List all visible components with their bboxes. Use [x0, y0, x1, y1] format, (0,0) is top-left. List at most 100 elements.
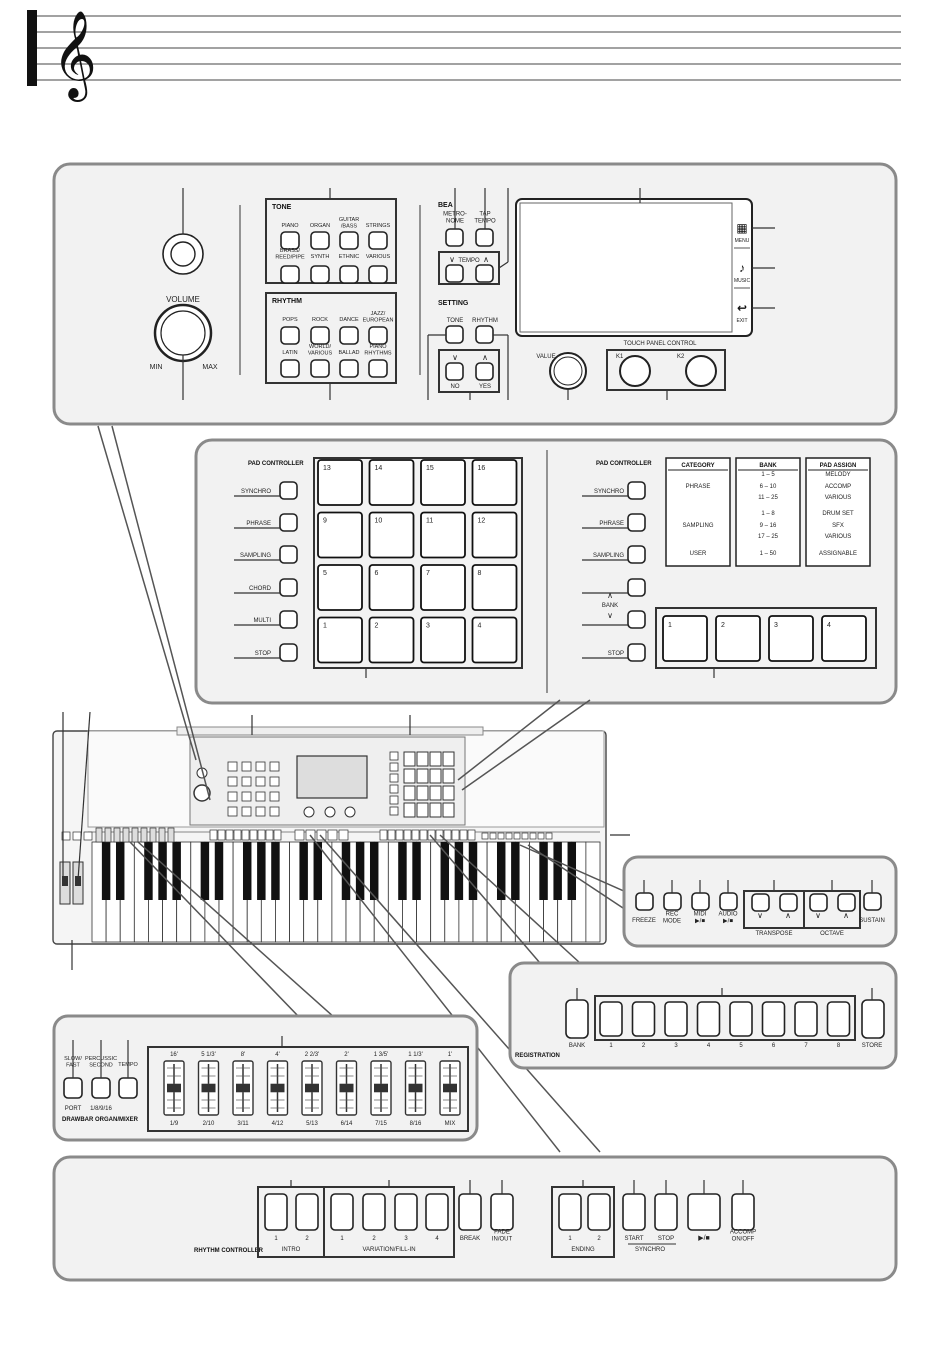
- registration-button-8[interactable]: [826, 1001, 851, 1037]
- pad-right-button-5[interactable]: [627, 643, 646, 662]
- pad-left-button-3[interactable]: [279, 578, 298, 597]
- tone-button-6[interactable]: [339, 265, 359, 284]
- registration-button-5[interactable]: [729, 1001, 753, 1037]
- intro-2-button[interactable]: [295, 1193, 319, 1231]
- accomp-on-off-button[interactable]: [731, 1193, 755, 1231]
- right-pad-2[interactable]: [715, 615, 761, 662]
- small-panel-button-2[interactable]: [691, 892, 710, 911]
- setting-rhythm-button[interactable]: [475, 325, 494, 344]
- ending-1-button[interactable]: [558, 1193, 582, 1231]
- rhythm-button-1[interactable]: [310, 326, 330, 345]
- right-pad-1[interactable]: [662, 615, 708, 662]
- right-pad-3[interactable]: [768, 615, 814, 662]
- drawbar-slider-5[interactable]: [339, 1084, 354, 1092]
- variation-4-button[interactable]: [425, 1193, 449, 1231]
- octave-up-button[interactable]: [837, 893, 856, 912]
- rhythm-button-0[interactable]: [280, 326, 300, 345]
- tone-button-0[interactable]: [280, 231, 300, 250]
- pad-10[interactable]: [368, 511, 415, 559]
- drawbar-slider-4[interactable]: [305, 1084, 319, 1092]
- drawbar-slider-3[interactable]: [270, 1084, 285, 1092]
- power-button[interactable]: [162, 233, 204, 275]
- music-icon[interactable]: ♪: [739, 261, 745, 275]
- stop-button[interactable]: [654, 1193, 678, 1231]
- drawbar-side-button-0[interactable]: [63, 1077, 83, 1099]
- drawbar-slider-8[interactable]: [443, 1084, 457, 1092]
- pad-7[interactable]: [420, 564, 466, 611]
- break-button[interactable]: [458, 1193, 482, 1231]
- start-button[interactable]: [622, 1193, 646, 1231]
- metronome-button[interactable]: [445, 228, 464, 247]
- pad-right-button-4[interactable]: [627, 610, 646, 629]
- tempo-down-button[interactable]: [445, 264, 464, 283]
- small-panel-button-1[interactable]: [663, 892, 682, 911]
- registration-button-6[interactable]: [761, 1001, 786, 1037]
- pad-3[interactable]: [420, 616, 466, 664]
- variation-3-button[interactable]: [394, 1193, 418, 1231]
- drawbar-slider-6[interactable]: [374, 1084, 388, 1092]
- intro-1-button[interactable]: [264, 1193, 288, 1231]
- start-stop-button[interactable]: [687, 1193, 721, 1231]
- small-panel-button-3[interactable]: [719, 892, 738, 911]
- tone-button-5[interactable]: [310, 265, 330, 284]
- transpose-up-button[interactable]: [779, 893, 798, 912]
- no-button[interactable]: [445, 362, 464, 381]
- pad-15[interactable]: [420, 459, 466, 506]
- drawbar-slider-7[interactable]: [408, 1084, 423, 1092]
- k2-knob[interactable]: [685, 355, 717, 387]
- exit-icon[interactable]: ↩: [737, 301, 747, 315]
- rhythm-button-4[interactable]: [280, 359, 300, 378]
- drawbar-side-button-2[interactable]: [118, 1077, 138, 1099]
- menu-icon[interactable]: ▦: [736, 221, 747, 235]
- pad-12[interactable]: [471, 511, 518, 559]
- pad-right-button-2[interactable]: [627, 545, 646, 564]
- registration-button-4[interactable]: [696, 1001, 721, 1037]
- pad-2[interactable]: [368, 616, 415, 664]
- registration-button-1[interactable]: [599, 1001, 623, 1037]
- pad-right-button-0[interactable]: [627, 481, 646, 500]
- rhythm-button-3[interactable]: [368, 326, 388, 345]
- tap-tempo-button[interactable]: [475, 228, 494, 247]
- tone-button-1[interactable]: [310, 231, 330, 250]
- pad-left-button-1[interactable]: [279, 513, 298, 532]
- k1-knob[interactable]: [619, 355, 651, 387]
- pad-left-button-0[interactable]: [279, 481, 298, 500]
- pad-left-button-5[interactable]: [279, 643, 298, 662]
- tone-button-7[interactable]: [368, 265, 388, 284]
- yes-button[interactable]: [475, 362, 494, 381]
- pad-left-button-4[interactable]: [279, 610, 298, 629]
- pad-right-button-3[interactable]: [627, 578, 646, 597]
- volume-knob[interactable]: [153, 303, 213, 363]
- fade-in-out-button[interactable]: [490, 1193, 514, 1231]
- value-dial[interactable]: [549, 352, 587, 390]
- variation-1-button[interactable]: [330, 1193, 354, 1231]
- rhythm-button-2[interactable]: [339, 326, 359, 345]
- rhythm-button-7[interactable]: [368, 359, 388, 378]
- pad-16[interactable]: [471, 459, 518, 506]
- tone-button-3[interactable]: [368, 231, 388, 250]
- tone-button-4[interactable]: [280, 265, 300, 284]
- pad-5[interactable]: [317, 564, 363, 611]
- transpose-down-button[interactable]: [751, 893, 770, 912]
- pad-left-button-2[interactable]: [279, 545, 298, 564]
- variation-2-button[interactable]: [362, 1193, 386, 1231]
- pad-8[interactable]: [471, 564, 518, 611]
- registration-button-3[interactable]: [664, 1001, 688, 1037]
- tempo-up-button[interactable]: [475, 264, 494, 283]
- pad-6[interactable]: [368, 564, 415, 611]
- right-pad-4[interactable]: [821, 615, 867, 662]
- sustain-button[interactable]: [863, 892, 882, 911]
- pad-right-button-1[interactable]: [627, 513, 646, 532]
- setting-tone-button[interactable]: [445, 325, 464, 344]
- tone-button-2[interactable]: [339, 231, 359, 250]
- rhythm-button-5[interactable]: [310, 359, 330, 378]
- registration-store-button[interactable]: [861, 999, 885, 1039]
- drawbar-side-button-1[interactable]: [91, 1077, 111, 1099]
- ending-2-button[interactable]: [587, 1193, 611, 1231]
- drawbar-slider-0[interactable]: [167, 1084, 181, 1092]
- octave-down-button[interactable]: [809, 893, 828, 912]
- registration-bank-button[interactable]: [565, 999, 589, 1039]
- pad-14[interactable]: [368, 459, 415, 506]
- pad-11[interactable]: [420, 511, 466, 559]
- drawbar-slider-1[interactable]: [201, 1084, 216, 1092]
